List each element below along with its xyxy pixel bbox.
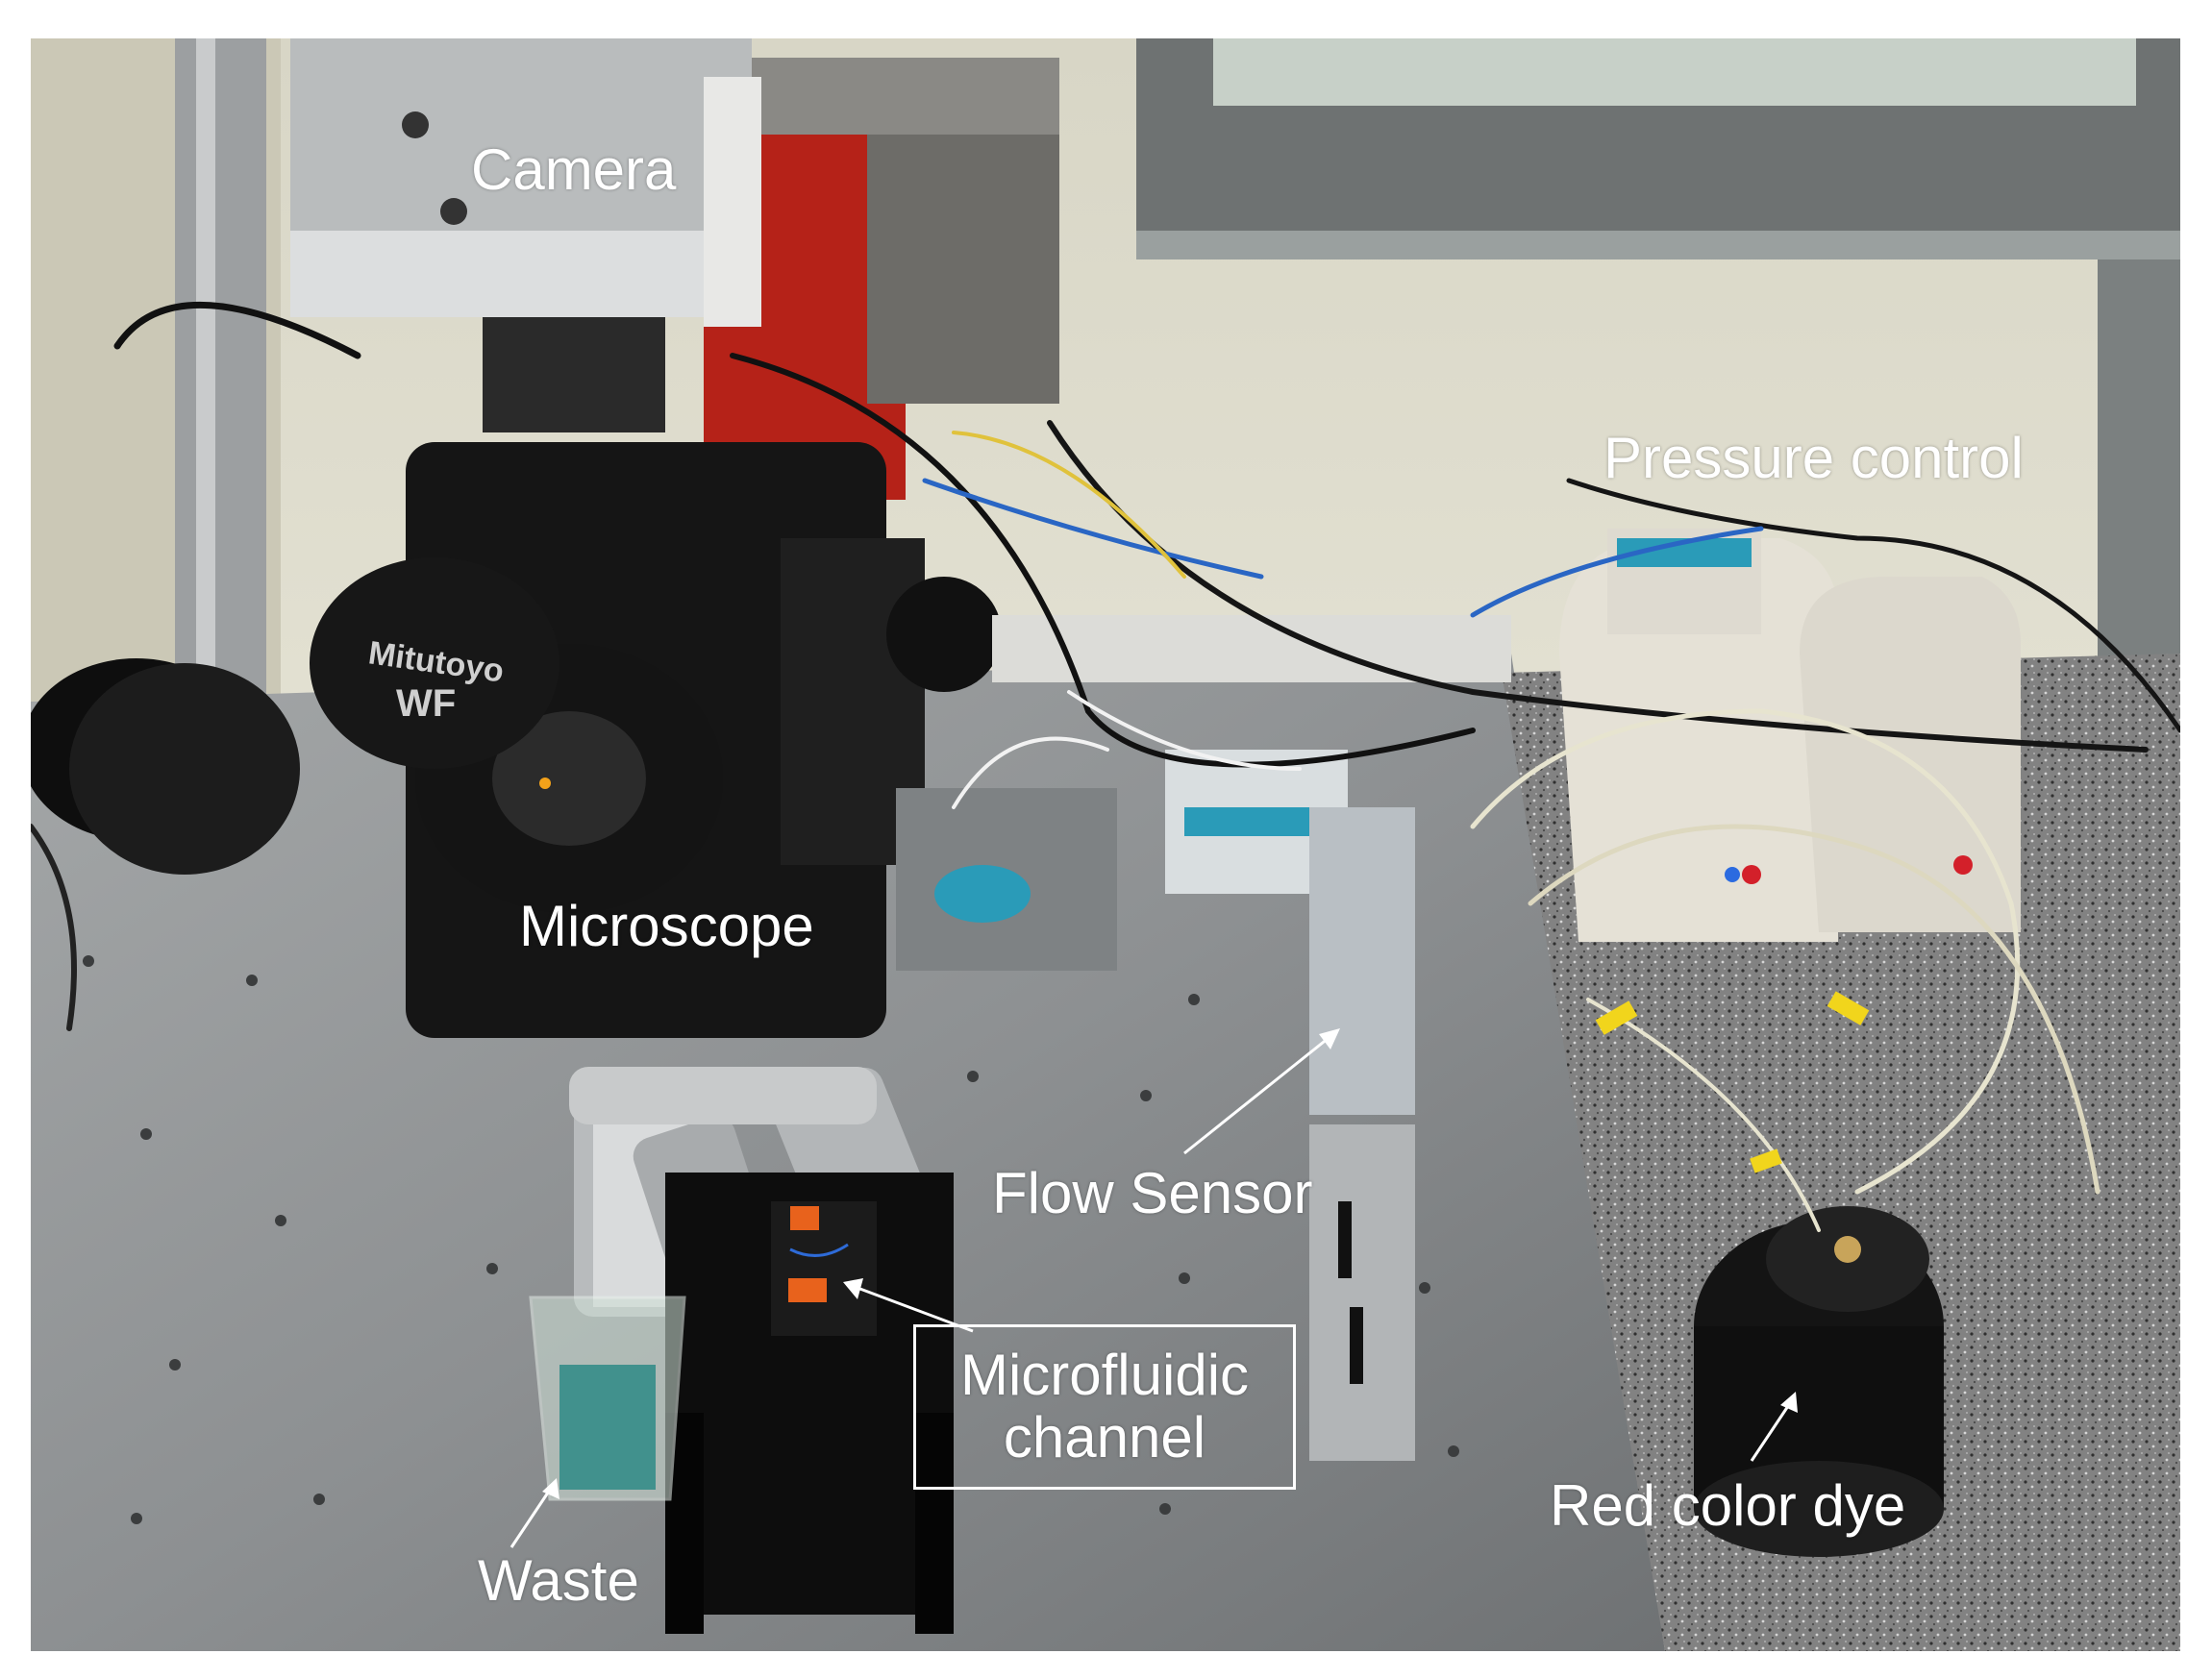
pressure-controllers: [1559, 529, 2021, 942]
microscope-label: Microscope: [519, 894, 814, 958]
microfluidic-channel-label: Microfluidic channel: [913, 1324, 1296, 1490]
inline-flow-sensor: [934, 865, 1031, 923]
camera-mount: [483, 317, 665, 432]
flow-sensor-label: Flow Sensor: [992, 1161, 1313, 1225]
window-glass: [1213, 38, 2136, 106]
lab-setup-photo: Mitutoyo WF: [31, 38, 2180, 1651]
support-pole: [175, 38, 266, 711]
waste-label: Waste: [478, 1548, 639, 1613]
dye-reservoir: [1694, 1206, 1944, 1557]
flow-sensor-rail: [1309, 1124, 1415, 1461]
focus-knob: [886, 577, 1002, 692]
eyepieces: [31, 557, 723, 913]
scene-illustration: Mitutoyo WF: [31, 38, 2180, 1651]
microfluidic-chip: [771, 1201, 877, 1336]
red-color-dye-label: Red color dye: [1550, 1473, 1906, 1538]
flow-sensor-box: [1309, 807, 1415, 1115]
right-pillar: [2098, 259, 2180, 721]
camera-label: Camera: [471, 137, 677, 202]
pressure-control-label: Pressure control: [1603, 426, 2024, 490]
cables: [31, 302, 2180, 1232]
window-sill: [1136, 231, 2180, 259]
microfluidic-label-line2: channel: [1003, 1404, 1206, 1469]
annotation-arrows: [510, 1028, 1798, 1548]
microfluidic-label-line1: Microfluidic: [959, 1343, 1250, 1407]
tube-clips: [1595, 991, 1870, 1173]
optical-rail: [992, 615, 1511, 682]
waste-beaker: [529, 1296, 686, 1501]
eyepiece-marking: WF: [396, 682, 456, 725]
